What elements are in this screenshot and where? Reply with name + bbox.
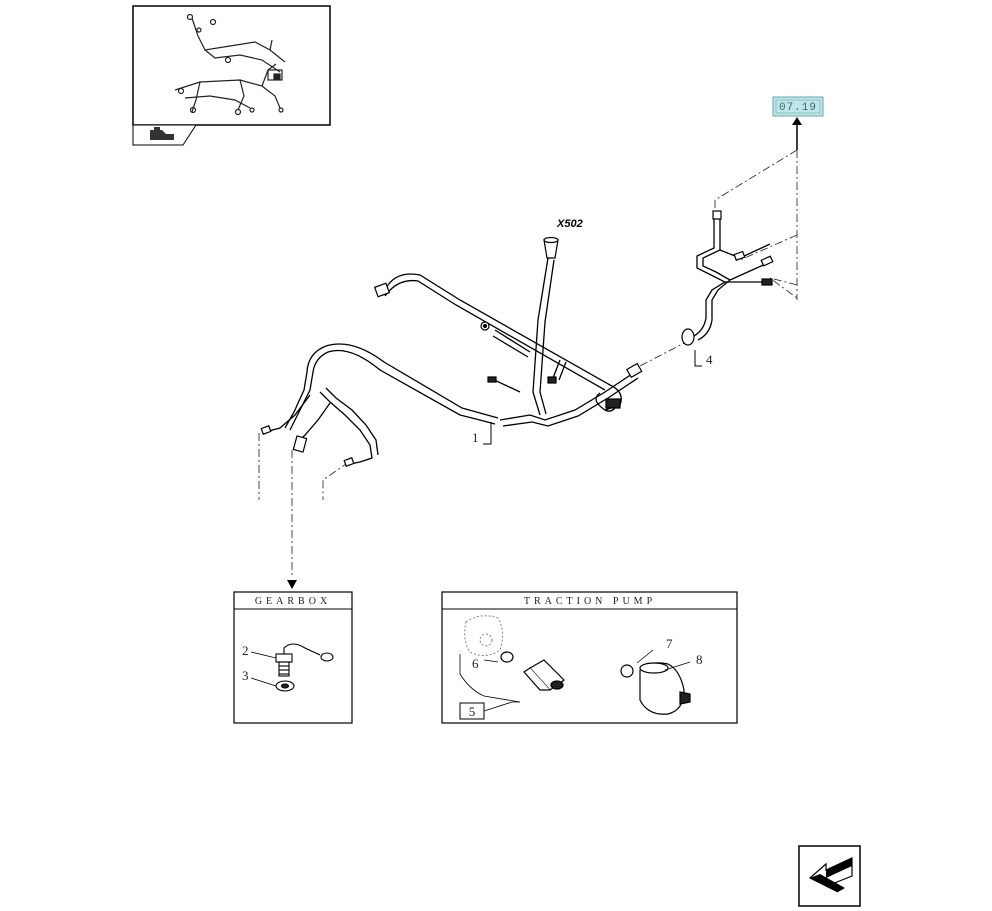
tractor-icon — [132, 124, 197, 146]
callout-2: 2 — [242, 643, 249, 658]
callout-6: 6 — [472, 656, 479, 671]
pressure-sender-8 — [639, 662, 691, 715]
callout-3: 3 — [242, 668, 249, 683]
callout-8: 8 — [696, 652, 703, 667]
harness-connectors — [260, 236, 643, 467]
back-arrow-icon[interactable] — [798, 845, 861, 907]
traction-pump-inset[interactable]: TRACTION PUMP — [441, 591, 738, 724]
callout-1: 1 — [472, 430, 479, 445]
gearbox-title: GEARBOX — [255, 596, 331, 607]
o-ring-7 — [620, 664, 634, 678]
callout-5: 5 — [469, 704, 476, 719]
adapter-fitting — [523, 659, 565, 691]
gearbox-inset[interactable]: GEARBOX 2 3 — [233, 591, 353, 724]
down-arrow-icon — [287, 580, 297, 589]
pump-housing — [464, 615, 503, 656]
assembly-thumbnail[interactable] — [132, 5, 331, 126]
page-reference[interactable]: 07.19 — [772, 96, 824, 117]
gearbox-sensor — [275, 643, 334, 692]
up-arrow-icon — [792, 117, 802, 150]
callout-4: 4 — [706, 352, 713, 367]
connector-label-x502: X502 — [556, 218, 583, 230]
extension-harness[interactable] — [693, 215, 771, 341]
traction-pump-title: TRACTION PUMP — [524, 596, 656, 607]
main-wiring-harness[interactable] — [264, 257, 639, 465]
o-ring-6 — [500, 651, 514, 663]
page-reference-text: 07.19 — [779, 102, 817, 114]
extension-connectors — [681, 210, 774, 346]
callout-7: 7 — [666, 636, 673, 651]
